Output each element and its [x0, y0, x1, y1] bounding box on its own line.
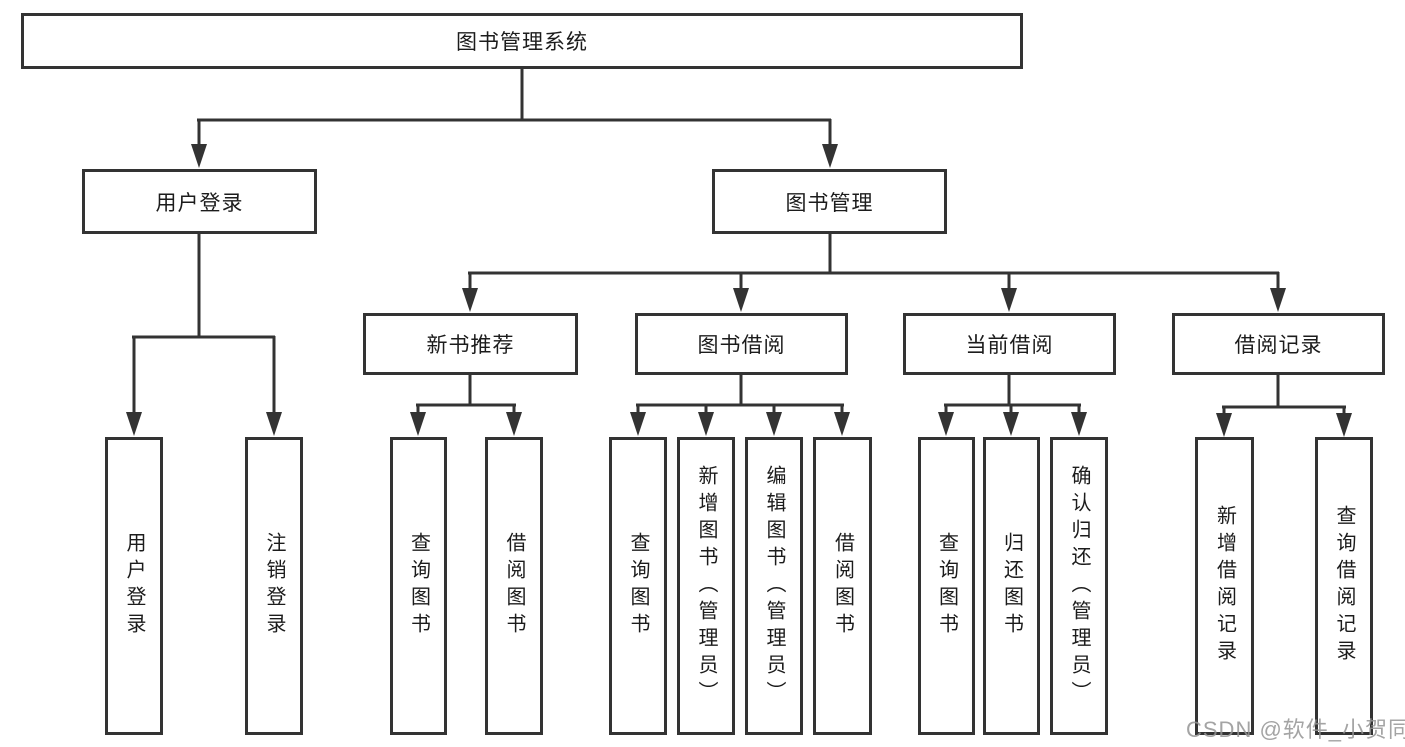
- node-book-management: 图书管理: [712, 169, 947, 234]
- leaf-borrow-books: 借阅图书: [485, 437, 543, 735]
- leaf-borrow-books-2: 借阅图书: [813, 437, 872, 735]
- leaf-add-borrow-record: 新增借阅记录: [1195, 437, 1254, 735]
- node-borrowing-records: 借阅记录: [1172, 313, 1385, 375]
- leaf-edit-books-admin: 编辑图书（管理员）: [745, 437, 803, 735]
- leaf-return-books: 归还图书: [983, 437, 1040, 735]
- leaf-query-books: 查询图书: [390, 437, 447, 735]
- node-new-book-recommendation: 新书推荐: [363, 313, 578, 375]
- node-user-login: 用户登录: [82, 169, 317, 234]
- leaf-logout: 注销登录: [245, 437, 303, 735]
- leaf-query-books-3: 查询图书: [918, 437, 975, 735]
- watermark-text: CSDN @软件_小贺同学: [1186, 717, 1405, 742]
- node-library-system: 图书管理系统: [21, 13, 1023, 69]
- leaf-query-books-2: 查询图书: [609, 437, 667, 735]
- node-current-borrowing: 当前借阅: [903, 313, 1116, 375]
- leaf-query-borrow-record: 查询借阅记录: [1315, 437, 1373, 735]
- leaf-user-login: 用户登录: [105, 437, 163, 735]
- leaf-confirm-return-admin: 确认归还（管理员）: [1050, 437, 1108, 735]
- node-book-borrowing: 图书借阅: [635, 313, 848, 375]
- leaf-add-books-admin: 新增图书（管理员）: [677, 437, 735, 735]
- arrowheads: [126, 144, 1352, 437]
